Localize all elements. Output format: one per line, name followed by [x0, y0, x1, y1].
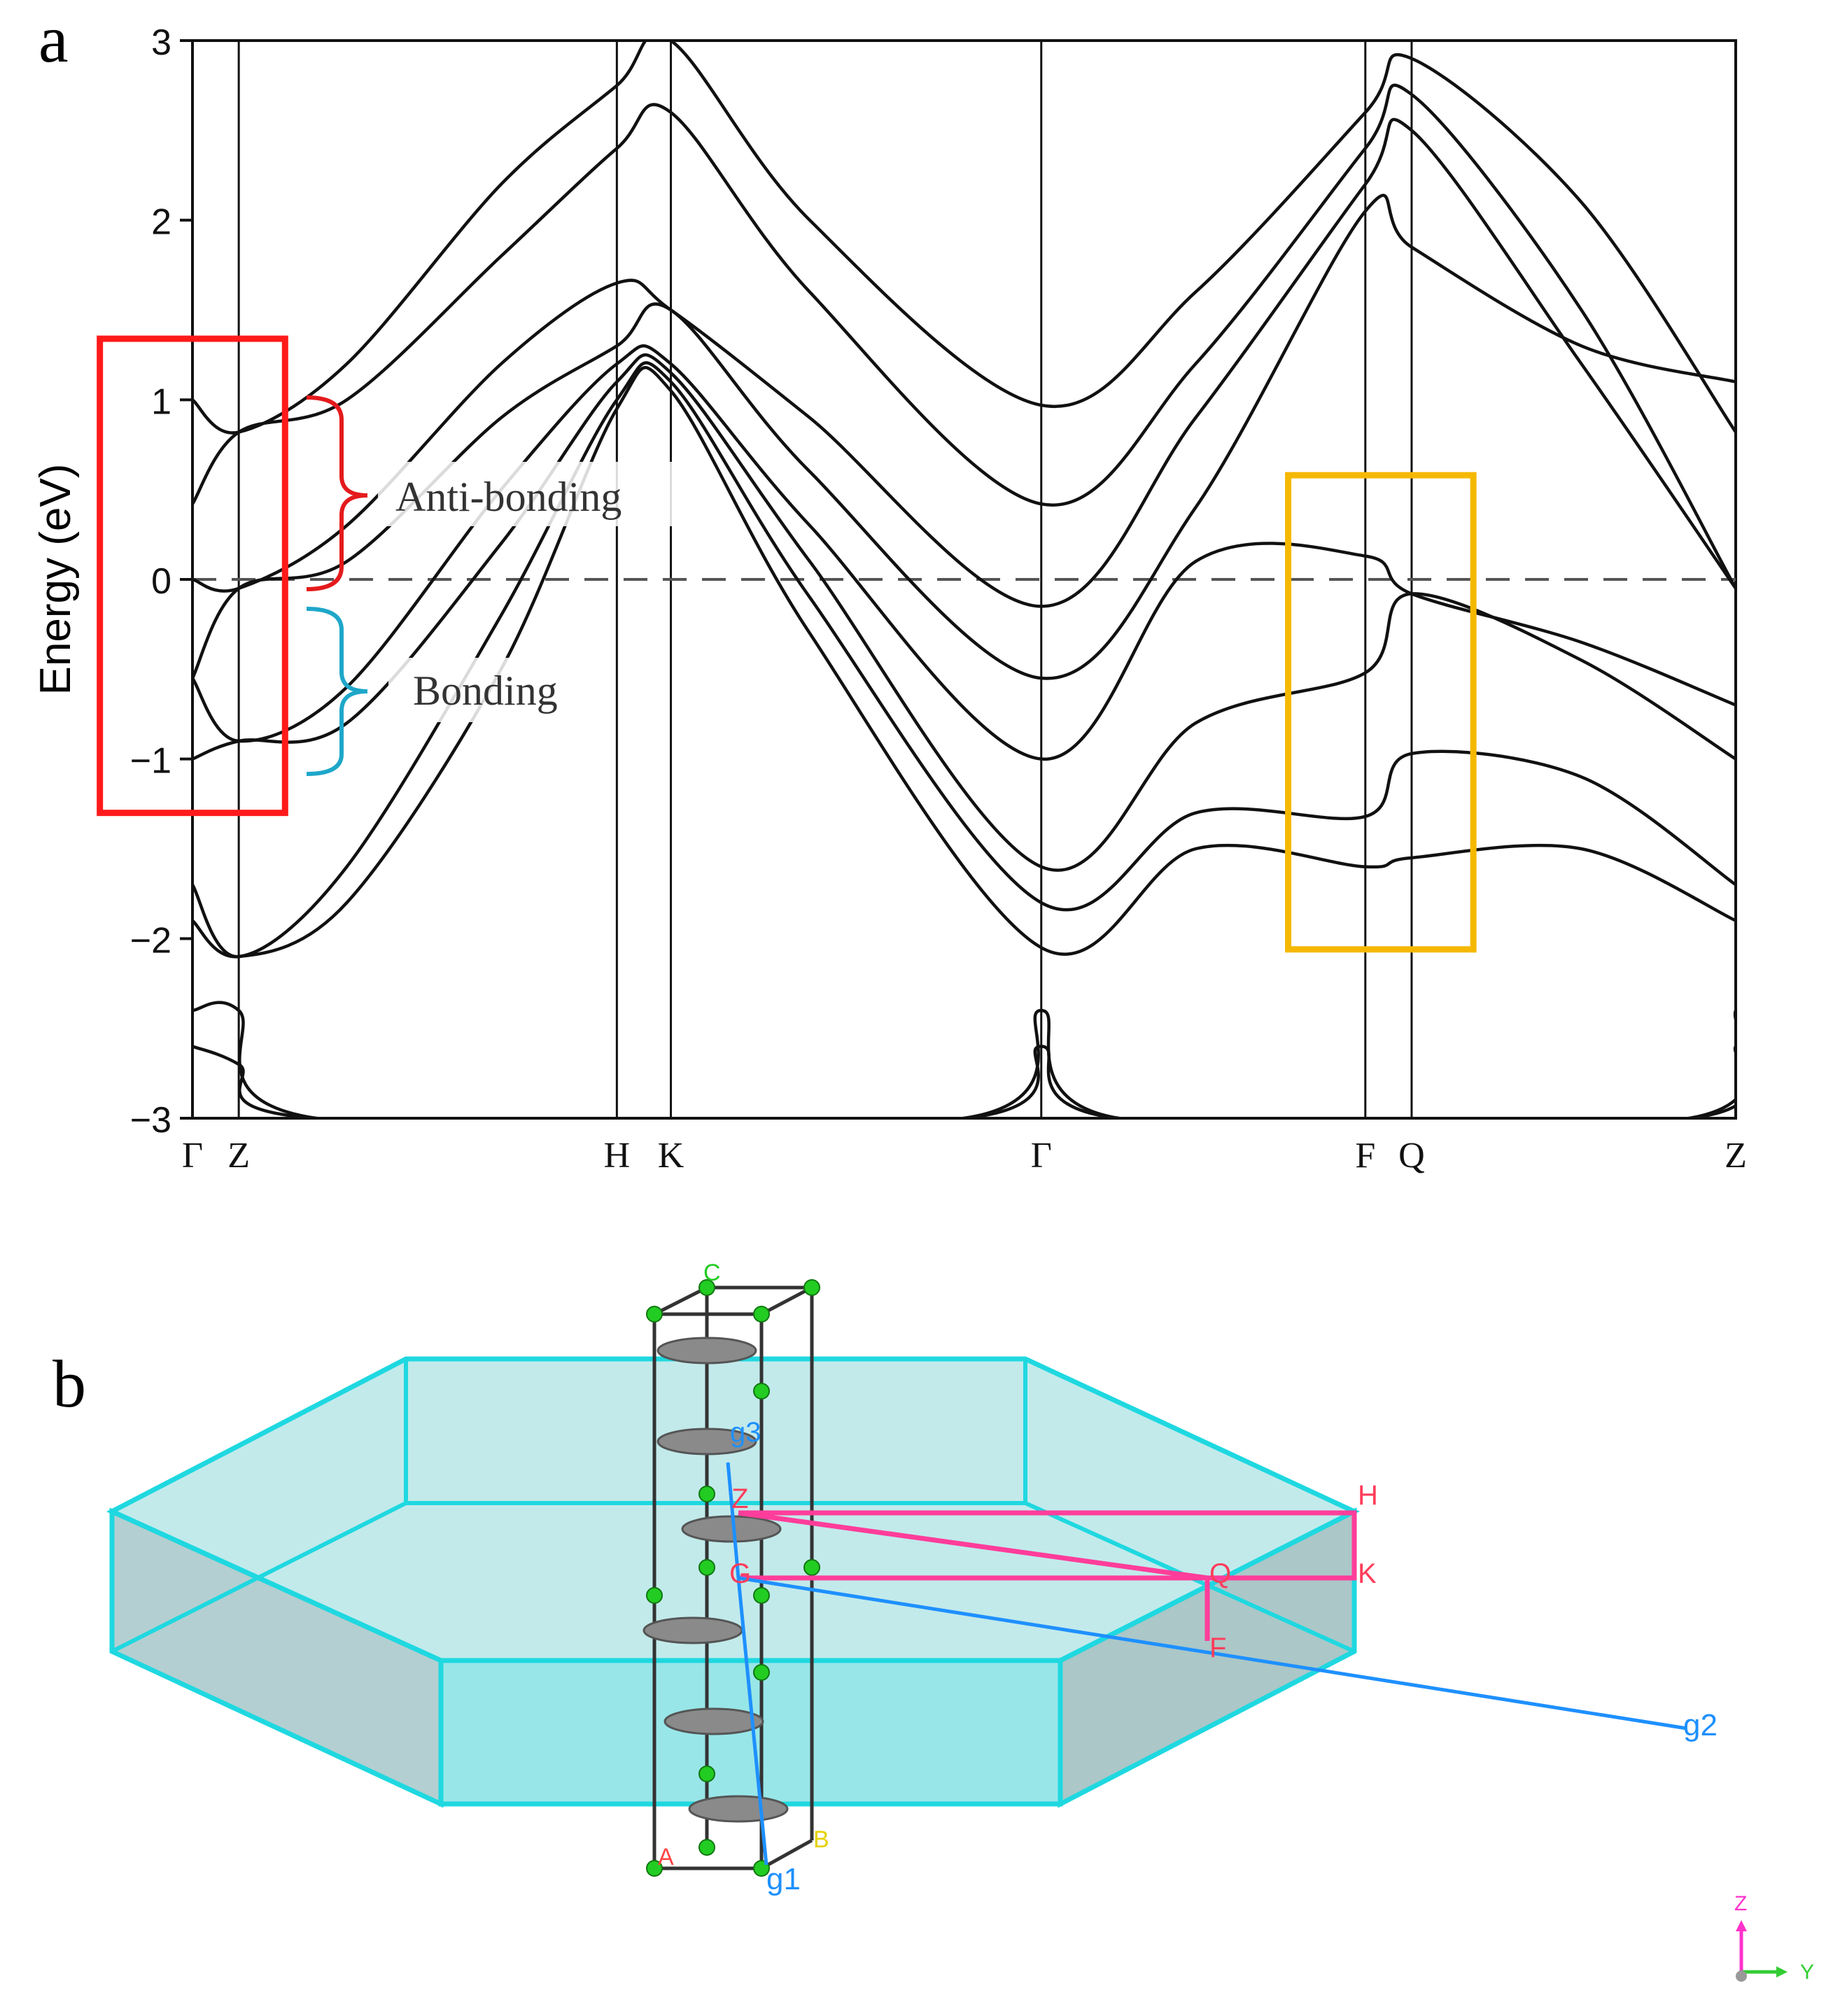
y-tick-label: 3	[151, 22, 171, 63]
reciprocal-vectors	[726, 1462, 1687, 1866]
band-line	[192, 41, 1736, 435]
band-line	[192, 361, 1736, 959]
y-ticks: −3 −2 −1 0 1 2 3	[130, 22, 192, 1141]
bonding-label: Bonding	[413, 668, 558, 714]
y-tick-label: −2	[130, 920, 171, 961]
bz-label-g: G	[729, 1558, 751, 1589]
bonding-brace	[306, 607, 368, 776]
anti-bonding-label: Anti-bonding	[395, 474, 621, 520]
x-tick-label: Γ	[1031, 1136, 1052, 1176]
lattice-label-a: A	[658, 1844, 674, 1870]
brillouin-zone-diagram: H K Q F Z G g1 g2 g3 A B C Z Y	[106, 1260, 1814, 1984]
bz-label-z: Z	[731, 1483, 748, 1514]
band-line	[192, 1001, 1736, 1118]
lattice-label-c: C	[703, 1260, 721, 1286]
x-tick-label: Γ	[182, 1136, 203, 1176]
bonding-label-bg	[388, 658, 591, 722]
bz-label-g3: g3	[730, 1417, 761, 1448]
highlight-box-yellow	[1285, 472, 1477, 953]
y-axis-title: Energy (eV)	[31, 464, 80, 696]
band-lines	[192, 41, 1736, 1118]
x-tick-label: Z	[227, 1136, 250, 1176]
anti-bonding-label-bg	[378, 462, 679, 526]
y-tick-label: 0	[151, 561, 171, 602]
k-path	[738, 1510, 1357, 1641]
panel-a-label: a	[38, 1, 69, 76]
bz-label-g2: g2	[1683, 1708, 1718, 1742]
axis-triad: Z Y	[1734, 1892, 1814, 1984]
bz-label-k: K	[1358, 1558, 1377, 1589]
band-line	[192, 353, 1736, 872]
prism-front-face	[438, 1658, 1063, 1807]
band-line	[192, 83, 1736, 589]
x-tick-label: K	[658, 1136, 684, 1176]
y-tick-label: 1	[151, 381, 171, 422]
atoms	[646, 1279, 820, 1877]
anti-bonding-brace	[306, 395, 368, 591]
axis-label-y: Y	[1800, 1961, 1814, 1984]
highlight-box-red	[97, 335, 288, 817]
bz-label-f: F	[1209, 1633, 1226, 1663]
x-tick-label: F	[1355, 1136, 1375, 1176]
bz-label-g1: g1	[766, 1862, 801, 1896]
x-tick-label: H	[604, 1136, 631, 1176]
band-line	[192, 118, 1736, 608]
x-tick-label: Z	[1725, 1136, 1747, 1176]
band-line	[192, 366, 1736, 959]
band-line	[192, 1045, 1736, 1118]
panel-b-label: b	[52, 1346, 86, 1421]
bz-label-q: Q	[1209, 1558, 1231, 1589]
axis-label-z: Z	[1734, 1892, 1747, 1915]
y-tick-label: 2	[151, 202, 171, 243]
bz-label-h: H	[1358, 1480, 1378, 1511]
x-tick-label: Q	[1398, 1136, 1425, 1176]
lattice-label-b: B	[813, 1826, 829, 1853]
y-tick-label: −3	[130, 1100, 171, 1141]
band-line	[192, 193, 1736, 680]
y-tick-label: −1	[130, 741, 171, 782]
